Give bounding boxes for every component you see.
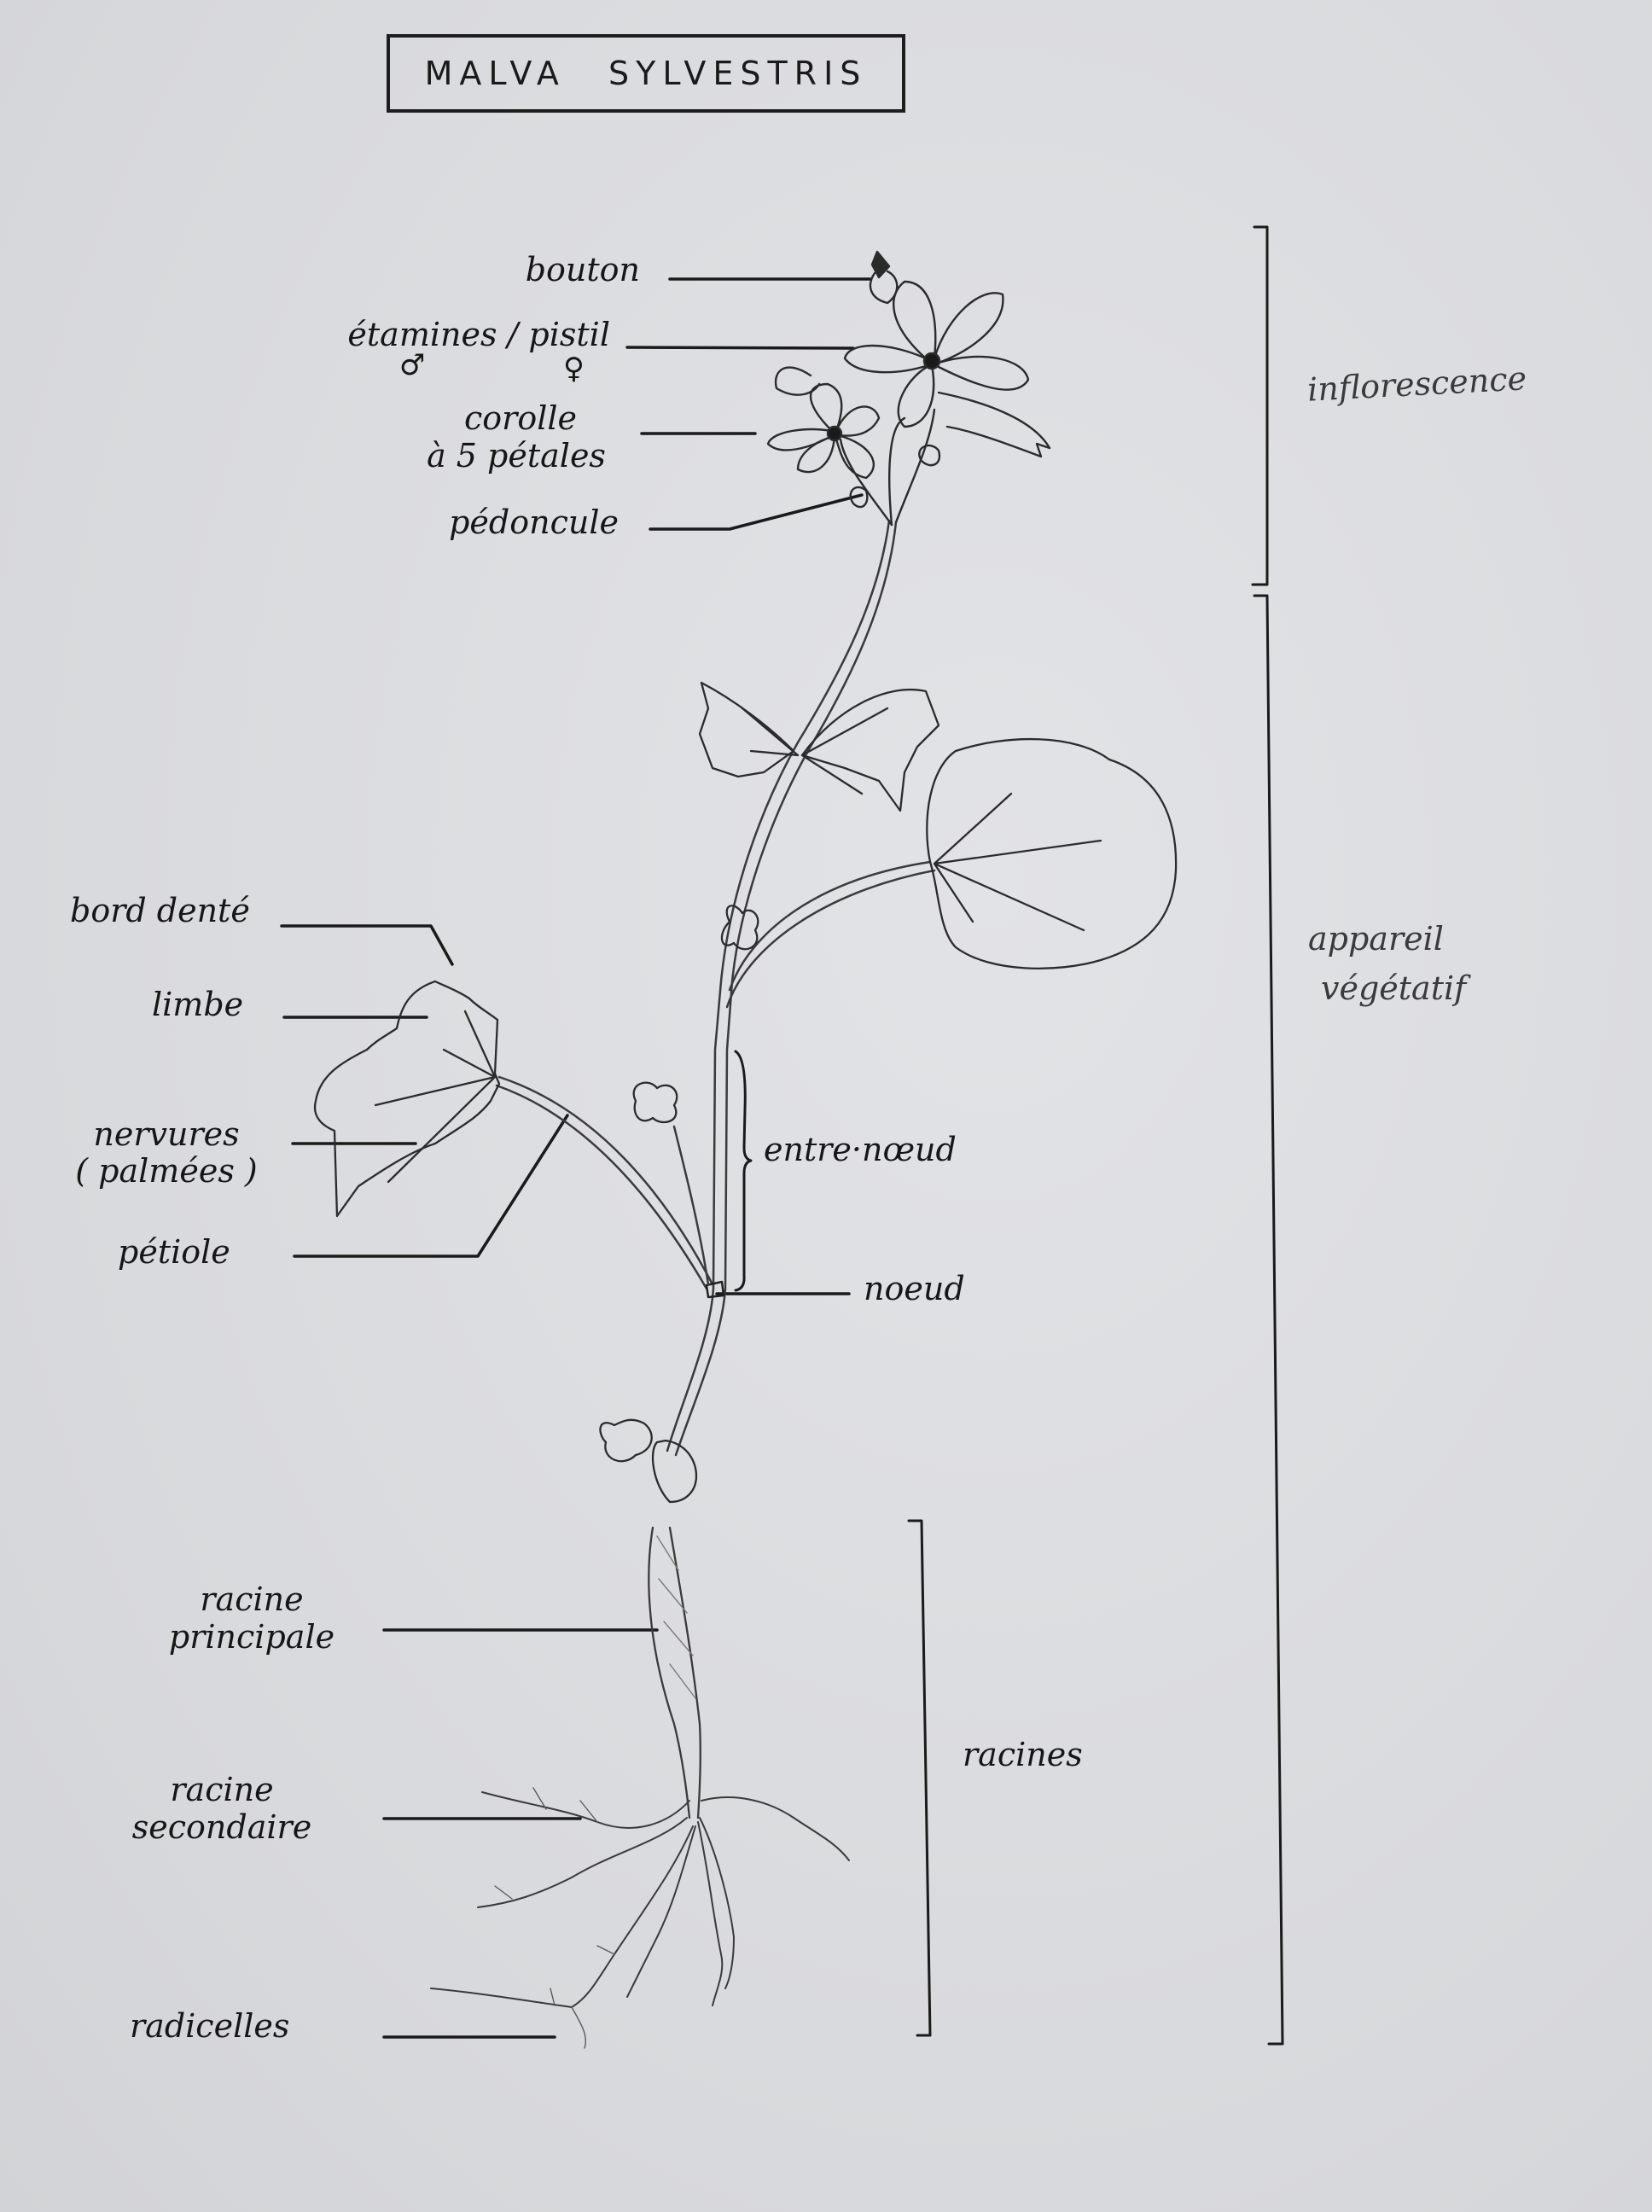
label-noeud: noeud [864,1270,965,1307]
secondary-roots [430,1787,850,2049]
species-title: MALVA SYLVESTRIS [424,55,868,92]
label-corolle-line2: à 5 pétales [427,437,606,474]
upper-leaves [632,681,1178,1124]
label-limbe: limbe [152,986,244,1023]
bracket-inflorescence [1251,225,1269,586]
label-nervures-line1: nervures [93,1115,240,1153]
flowers [766,250,1051,527]
section-brackets [734,225,1284,2046]
label-etamines-pistil: étamines / pistil [347,316,610,353]
label-bord-dente: bord denté [70,892,250,929]
leader-pedoncule [649,493,864,531]
bracket-racines [907,1519,932,2037]
section-racines: racines [963,1736,1083,1773]
label-racine-secondaire-line1: racine [170,1771,274,1808]
male-symbol-icon: ♂ [399,348,426,382]
label-racine-secondaire-line2: secondaire [131,1808,312,1846]
stem [495,519,936,1457]
bracket-appareil-vegetatif [1253,594,1284,2046]
basal-leaves [599,1418,698,1504]
label-corolle-line1: corolle [464,399,577,437]
title-box: MALVA SYLVESTRIS [387,34,905,113]
taproot [648,1526,701,1819]
label-bouton: bouton [525,251,640,288]
section-appareil-line1: appareil [1308,920,1444,958]
label-entre-noeud: entre·nœud [764,1131,957,1168]
label-racine-principale-line2: principale [168,1618,335,1656]
label-racine-principale-line1: racine [200,1580,304,1618]
female-symbol-icon: ♀ [563,352,585,386]
label-petiole: pétiole [118,1233,230,1271]
left-leaf [313,980,501,1218]
leader-petiole [293,1114,569,1258]
brace-entre-noeud [734,1050,753,1292]
leader-etamines [625,346,855,350]
leader-lines [280,277,872,2039]
section-appareil-line2: végétatif [1321,969,1467,1007]
label-radicelles: radicelles [130,2007,290,2045]
label-pedoncule: pédoncule [449,504,619,541]
leader-bord-dente [280,924,454,966]
label-nervures-line2: ( palmées ) [75,1152,258,1190]
